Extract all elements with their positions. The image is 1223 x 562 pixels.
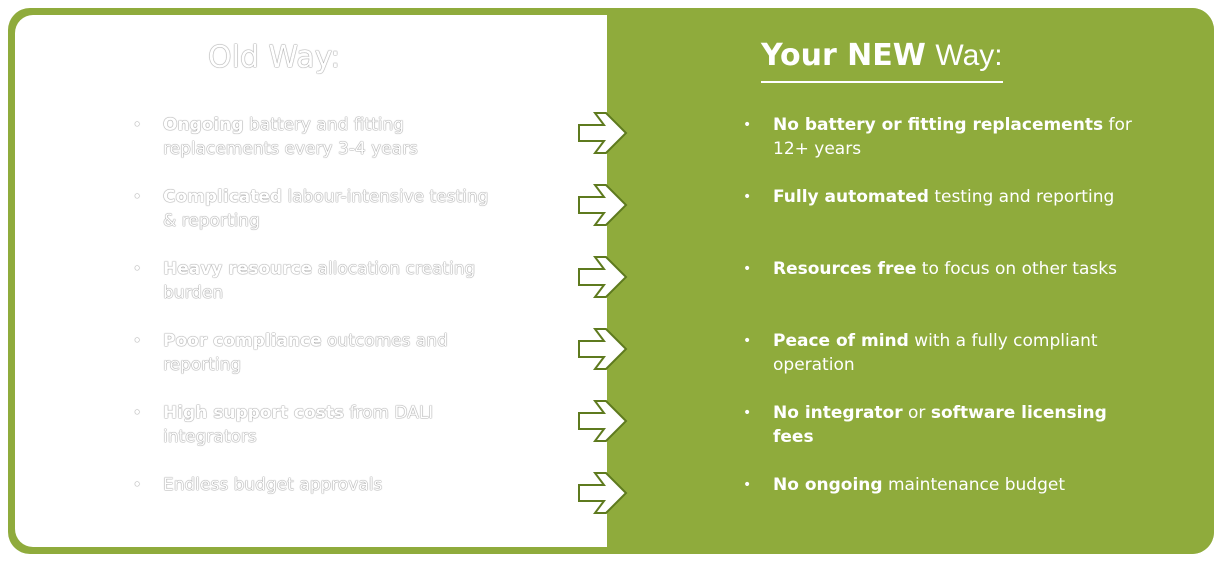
- bullet: •: [743, 333, 752, 349]
- list-item: • No battery or fitting replacements for …: [743, 113, 1153, 161]
- list-item: • No ongoing maintenance budget: [743, 473, 1153, 497]
- item-rest: outcomes and reporting: [163, 331, 448, 375]
- item-rest: Endless budget approvals: [163, 475, 383, 495]
- item-bold: No ongoing: [773, 475, 883, 495]
- bullet: •: [743, 189, 752, 205]
- item-rest: labour-intensive testing & reporting: [163, 187, 489, 231]
- right-arrow-icon: [578, 256, 628, 298]
- new-title-light: Way:: [935, 39, 1003, 72]
- list-item: • Endless budget approvals: [133, 473, 493, 497]
- item-bold: Ongoing: [163, 115, 244, 135]
- right-arrow-icon: [578, 472, 628, 514]
- list-item: • Peace of mind with a fully compliant op…: [743, 329, 1153, 377]
- bullet: •: [743, 477, 752, 493]
- item-bold: Complicated: [163, 187, 283, 207]
- list-item: • Resources free to focus on other tasks: [743, 257, 1153, 281]
- right-arrow-icon: [578, 328, 628, 370]
- bullet: •: [743, 261, 752, 277]
- bullet: •: [133, 261, 142, 277]
- bullet: •: [133, 189, 142, 205]
- bullet: •: [133, 405, 142, 421]
- bullet: •: [133, 117, 142, 133]
- item-rest: for 12+ years: [773, 115, 1132, 159]
- old-way-panel: [15, 15, 607, 547]
- item-bold: Resources free: [773, 259, 917, 279]
- old-way-title: Old Way:: [208, 40, 341, 75]
- item-rest: or: [902, 403, 931, 423]
- item-rest: testing and reporting: [928, 187, 1115, 207]
- right-arrow-icon: [578, 400, 628, 442]
- right-arrow-icon: [578, 112, 628, 154]
- new-way-title: Your NEW Way:: [761, 38, 1003, 83]
- item-bold: Peace of mind: [773, 331, 909, 351]
- item-rest: to focus on other tasks: [916, 259, 1117, 279]
- new-way-panel: [607, 8, 1214, 554]
- list-item: • Complicated labour-intensive testing & …: [133, 185, 493, 233]
- list-item: • No integrator or software licensing fee…: [743, 401, 1153, 449]
- item-bold: Fully automated: [773, 187, 929, 207]
- item-rest: from DALI integrators: [163, 403, 434, 447]
- item-rest: with a fully compliant operation: [773, 331, 1098, 375]
- list-item: • Ongoing battery and fitting replacement…: [133, 113, 493, 161]
- bullet: •: [133, 333, 142, 349]
- item-rest: allocation creating burden: [163, 259, 476, 303]
- item-bold: High support costs: [163, 403, 345, 423]
- list-item: • High support costs from DALI integrator…: [133, 401, 493, 449]
- bullet: •: [133, 477, 142, 493]
- list-item: • Poor compliance outcomes and reporting: [133, 329, 493, 377]
- new-title-bold: Your NEW: [761, 38, 926, 73]
- right-arrow-icon: [578, 184, 628, 226]
- list-item: • Fully automated testing and reporting: [743, 185, 1153, 209]
- item-rest: battery and fitting replacements every 3…: [163, 115, 418, 159]
- item-bold: Heavy resource: [163, 259, 313, 279]
- item-bold2: software licensing fees: [773, 403, 1107, 447]
- item-bold: No integrator: [773, 403, 903, 423]
- bullet: •: [743, 117, 752, 133]
- item-rest: maintenance budget: [882, 475, 1066, 495]
- bullet: •: [743, 405, 752, 421]
- item-bold: Poor compliance: [163, 331, 322, 351]
- list-item: • Heavy resource allocation creating burd…: [133, 257, 493, 305]
- item-bold: No battery or fitting replacements: [773, 115, 1104, 135]
